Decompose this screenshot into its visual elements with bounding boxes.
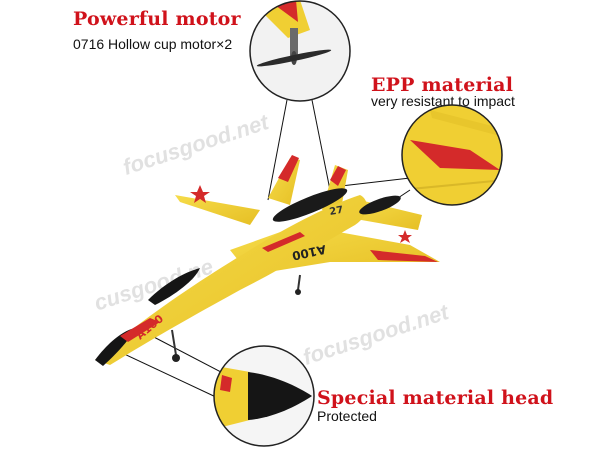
material-title: EPP material (371, 74, 514, 96)
head-title: Special material head (317, 387, 554, 409)
tail-number: 27 (329, 205, 345, 218)
motor-zoom-circle (249, 0, 351, 102)
airplane (95, 155, 440, 366)
material-subtitle: very resistant to impact (371, 93, 515, 109)
head-zoom-circle (213, 345, 315, 447)
head-subtitle: Protected (317, 408, 377, 424)
wing-marking: A100 (291, 242, 328, 263)
epp-zoom-circle (401, 104, 503, 206)
motor-subtitle: 0716 Hollow cup motor×2 (73, 36, 233, 52)
motor-title: Powerful motor (73, 8, 241, 30)
